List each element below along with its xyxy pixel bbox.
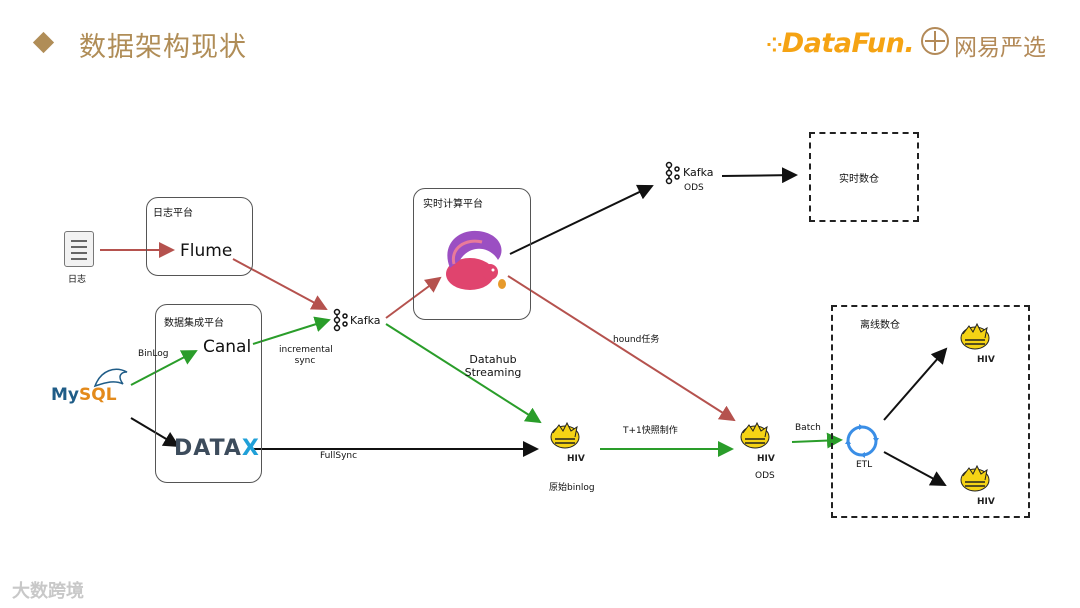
datax-logo: DATAX [174, 436, 260, 461]
binlog-label: BinLog [138, 349, 169, 359]
svg-text:HIVE: HIVE [977, 497, 995, 507]
yanxuan-logo-text: 网易严选 [954, 35, 1046, 61]
hive-dw-bottom-icon: HIVE [960, 464, 995, 507]
hive-ods-icon: HIVE [740, 421, 775, 464]
offline-dw-label: 离线数仓 [860, 320, 900, 331]
kafka-ods-node: Kafka [683, 166, 714, 179]
svg-text:HIVE: HIVE [567, 454, 585, 464]
mysql-logo: MySQL [51, 385, 117, 405]
kafka-ods-icon [665, 161, 680, 185]
offline-dw-box [831, 305, 1030, 518]
hive-dw-top-icon: HIVE [960, 322, 995, 365]
arrow-etl-hive-bottom [883, 451, 947, 486]
datafun-logo: ⁘DataFun. [766, 28, 915, 59]
log-platform-box [146, 197, 253, 276]
arrow-canal-kafka [252, 316, 331, 345]
mysql-logo-my: My [51, 385, 79, 405]
hive-binlog-label: 原始binlog [549, 483, 595, 493]
arrow-flink-kafka-ods [509, 184, 654, 255]
canal-node: Canal [203, 337, 252, 357]
t1-snapshot-label: T+1快照制作 [623, 426, 678, 436]
datafun-logo-text: DataFun. [781, 28, 915, 59]
arrow-etl-hive-top [883, 347, 948, 421]
realtime-dw-box [809, 132, 919, 222]
mysql-dolphin-icon [93, 368, 128, 388]
flink-squirrel-icon [446, 230, 506, 290]
arrow-flink-hive-ods [507, 275, 736, 422]
hound-task-label: hound任务 [613, 335, 660, 345]
hive-binlog-icon: HIVE [550, 421, 585, 464]
watermark: 大数跨境 [12, 581, 84, 602]
realtime-compute-box [413, 188, 531, 320]
datax-logo-x: X [241, 436, 260, 461]
kafka-ods-sub: ODS [684, 183, 704, 193]
hive-ods-label: ODS [755, 471, 775, 481]
svg-text:HIVE: HIVE [977, 355, 995, 365]
mysql-logo-sql: SQL [79, 385, 117, 405]
arrow-mysql-datax [130, 417, 180, 448]
data-integration-label: 数据集成平台 [164, 318, 224, 329]
streaming-label: Streaming [464, 366, 522, 379]
batch-label: Batch [795, 423, 821, 433]
datahub-label: Datahub [469, 353, 517, 366]
kafka-node: Kafka [350, 314, 381, 327]
flume-node: Flume [180, 241, 233, 261]
fullsync-label: FullSync [320, 451, 358, 461]
realtime-dw-label: 实时数仓 [839, 174, 879, 185]
arrow-mysql-canal [130, 350, 198, 386]
arrow-kafka-hive [385, 323, 542, 424]
yanxuan-logo-icon [921, 27, 949, 55]
kafka-icon [333, 308, 348, 332]
etl-label: ETL [856, 460, 873, 470]
data-integration-box [155, 304, 262, 483]
page-title: 数据架构现状 [79, 32, 247, 63]
log-platform-label: 日志平台 [153, 208, 193, 219]
etl-cycle-icon [845, 424, 879, 458]
incremental-label: incremental [279, 345, 333, 355]
datax-logo-text: DATA [174, 436, 242, 461]
sync-label: sync [294, 356, 316, 366]
svg-text:HIVE: HIVE [757, 454, 775, 464]
arrow-kafka-ods-dw [721, 167, 798, 184]
log-label: 日志 [68, 275, 87, 285]
realtime-compute-label: 实时计算平台 [423, 199, 483, 210]
log-file-icon [64, 231, 94, 267]
